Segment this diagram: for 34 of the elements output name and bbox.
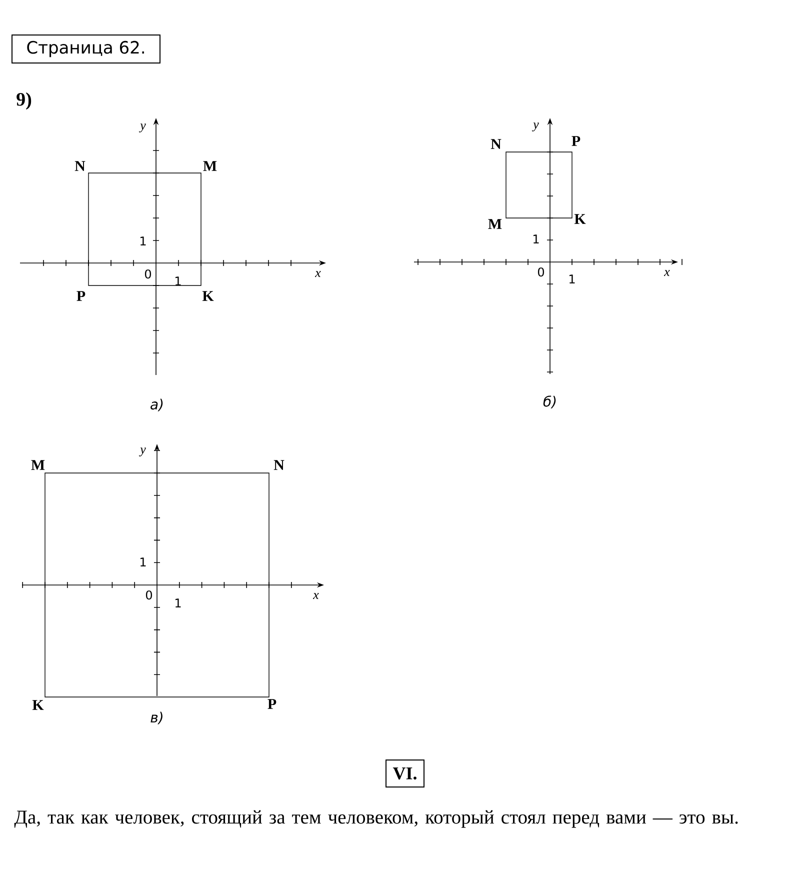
vertex-label: M [488, 219, 502, 229]
axis-label: x [314, 271, 321, 277]
figure-caption: а) [150, 398, 163, 412]
problem-number: 9) [16, 92, 32, 110]
vertex-label: K [202, 291, 214, 301]
vertex-label: K [574, 214, 586, 224]
figure-caption: в) [150, 712, 162, 724]
axis-label: y [532, 122, 539, 132]
vertex-label: M [31, 460, 45, 470]
vertex-label: N [490, 139, 502, 149]
answer-text: Да, так как человек, стоящий за тем человеком, который стоял перед вами — это вы. [14, 810, 738, 828]
tick-label: 1 [140, 558, 146, 566]
axis-label: x [664, 270, 670, 276]
vertex-label: M [203, 161, 217, 171]
tick-label: 0 [144, 269, 152, 279]
section-heading: VI. [386, 760, 424, 788]
vertex-label: P [76, 291, 86, 301]
page-heading: Страница 62. [12, 34, 160, 64]
axis-label: y [139, 124, 146, 132]
axis-label: y [139, 448, 146, 456]
vertex-label: P [572, 136, 580, 146]
vertex-label: N [74, 161, 86, 171]
tick-label: 1 [176, 276, 181, 286]
tick-label: 1 [140, 236, 146, 246]
vertex-label: N [274, 460, 284, 470]
figure-caption: б) [543, 396, 556, 408]
tick-label: 1 [176, 598, 181, 608]
tick-label: 1 [570, 274, 575, 284]
tick-label: 0 [538, 267, 544, 277]
tick-label: 0 [146, 590, 152, 600]
axis-label: x [312, 593, 319, 599]
vertex-label: P [268, 699, 276, 709]
vertex-label: K [32, 700, 44, 710]
tick-label: 1 [534, 234, 539, 244]
